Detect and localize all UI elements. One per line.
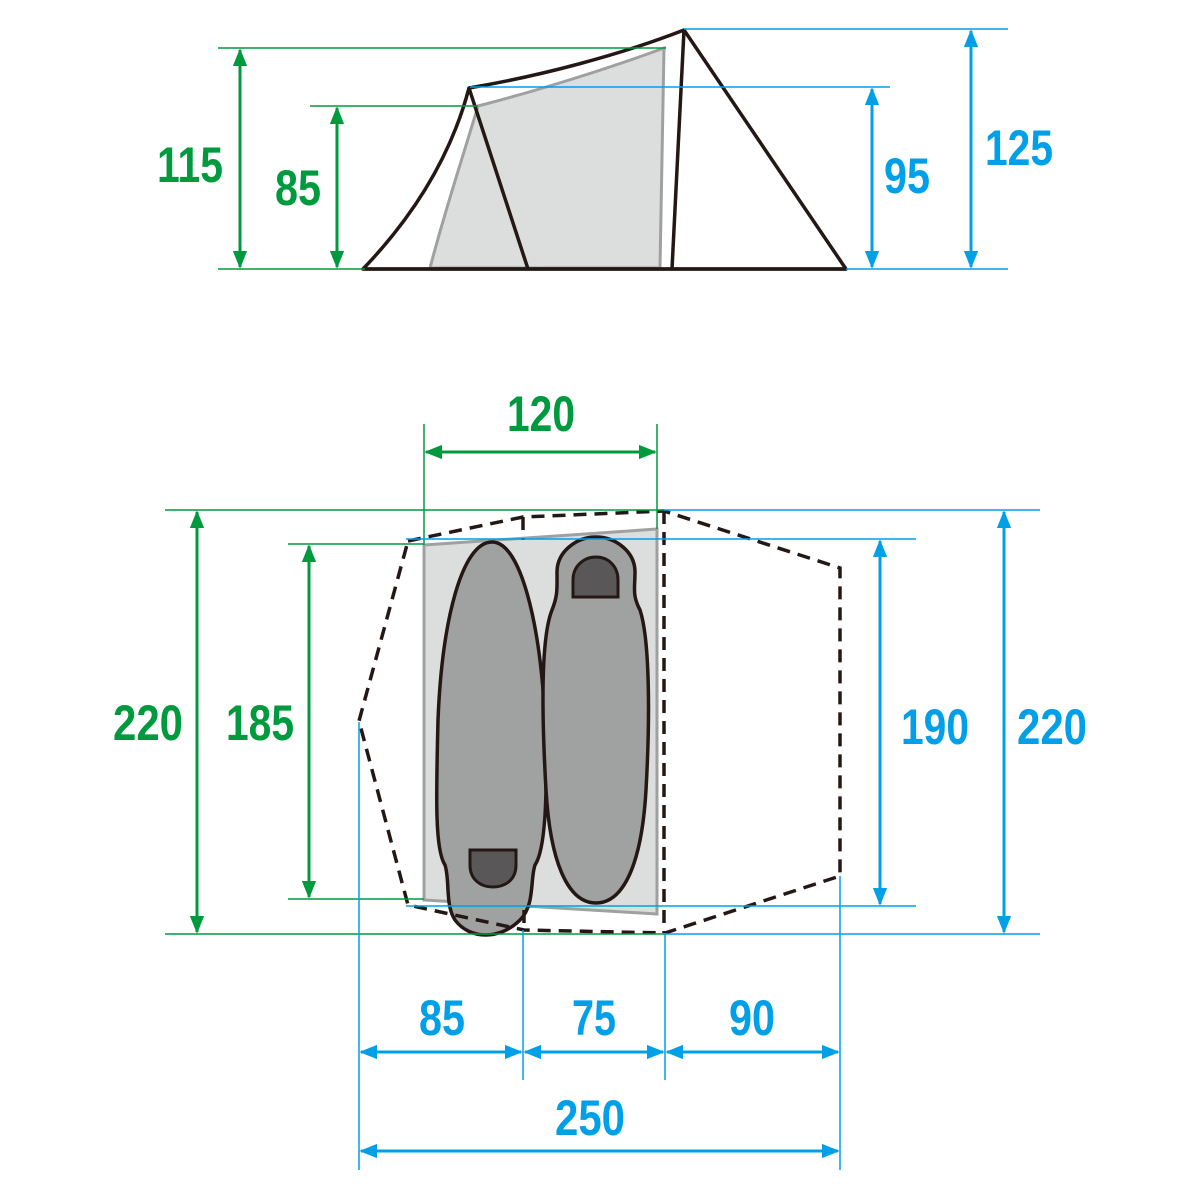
- label-total-width: 250: [555, 1090, 625, 1146]
- label-segment-right: 90: [729, 990, 775, 1046]
- fly-footprint-outline: [357, 509, 842, 935]
- sleeping-bag-hood-icon: [571, 555, 620, 599]
- inner-tent-side: [428, 45, 666, 270]
- label-outer-length-left: 220: [113, 695, 183, 751]
- label-inner-width: 120: [507, 386, 575, 442]
- label-outer-height-max: 125: [985, 120, 1053, 176]
- label-outer-length-mid: 190: [901, 699, 969, 755]
- label-segment-mid: 75: [572, 990, 616, 1046]
- sleeping-bag-hood-icon: [468, 848, 518, 889]
- sleeping-bag-right: [541, 535, 651, 905]
- floor-plan: 120 220 185 190 220 85 75 90 250: [113, 386, 1087, 1170]
- label-outer-height-low: 95: [884, 148, 930, 204]
- label-outer-length-right: 220: [1017, 699, 1087, 755]
- sleeping-bag-left: [434, 540, 548, 937]
- side-view: 115 85 95 125: [157, 28, 1053, 271]
- label-inner-length: 185: [226, 695, 294, 751]
- label-inner-height-low: 85: [275, 160, 321, 216]
- label-segment-left: 85: [419, 990, 465, 1046]
- label-inner-height-max: 115: [157, 137, 223, 193]
